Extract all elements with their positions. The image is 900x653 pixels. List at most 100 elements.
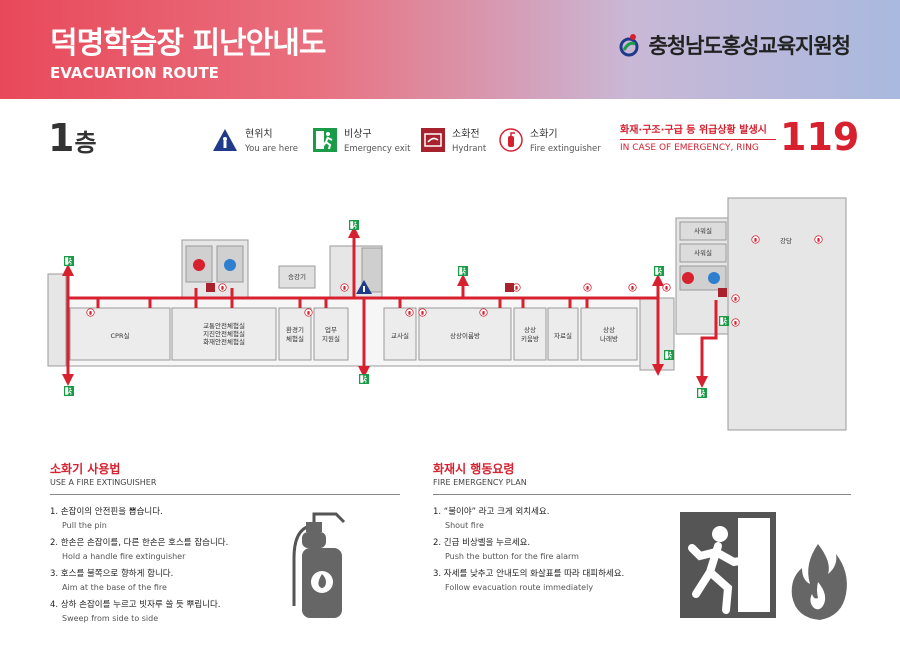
step-en: Sweep from side to side: [62, 614, 159, 623]
male-restroom-icon: [708, 272, 720, 284]
step-ko: 1. “불이야” 라고 크게 외치세요.: [433, 507, 550, 517]
label-hall: 강당: [780, 236, 792, 245]
fire-extinguisher-icon: [662, 283, 671, 292]
extinguisher-step: 1. 손잡이의 안전핀을 뽑습니다. Pull the pin: [50, 505, 163, 530]
emergency-exit-icon: [359, 374, 369, 384]
emergency-exit-icon: [313, 128, 337, 152]
step-ko: 3. 자세를 낮추고 안내도의 화살표를 따라 대피하세요.: [433, 569, 625, 579]
emergency-exit-icon: [719, 316, 729, 326]
fire-plan-step: 2. 긴급 비상벨을 누르세요.Push the button for the …: [433, 536, 579, 561]
office-brand: 충청남도홍성교육지원청: [618, 30, 851, 60]
step-en: Hold a handle fire extinguisher: [62, 552, 186, 561]
label-sharing-1: 상상: [603, 325, 615, 334]
emergency-divider: [620, 139, 776, 140]
room-admin: [313, 307, 349, 361]
label-studio-1: 상상: [524, 325, 536, 334]
hydrant-icon: [505, 283, 514, 292]
label-teacher: 교사실: [391, 331, 409, 340]
fire-plan-section-title: 화재시 행동요령: [433, 462, 515, 476]
label-sharing-2: 나래방: [600, 334, 618, 343]
hydrant-icon: [206, 283, 215, 292]
room-env: [278, 307, 312, 361]
fire-extinguisher-icon: [814, 235, 823, 244]
extinguisher-step: 4. 상하 손잡이를 누르고 빗자루 쓸 듯 뿌립니다. Sweep from s…: [50, 598, 221, 623]
page-title: 덕명학습장 피난안내도: [50, 26, 326, 61]
room-imagination: [418, 307, 512, 361]
label-material: 자료실: [554, 331, 572, 340]
extinguisher-section-title: 소화기 사용법: [50, 462, 121, 476]
emergency-label-en: IN CASE OF EMERGENCY, RING: [620, 143, 759, 153]
step-ko: 2. 한손은 손잡이를, 다른 한손은 호스를 잡습니다.: [50, 538, 229, 548]
emergency-exit-icon: [64, 256, 74, 266]
label-shower-2: 사워실: [694, 248, 712, 257]
hydrant-marks: [206, 283, 727, 297]
restroom-icons: [193, 259, 720, 284]
fire-extinguisher-icon: [499, 128, 523, 152]
fire-plan-step: 3. 자세를 낮추고 안내도의 화살표를 따라 대피하세요. Follow eva…: [433, 567, 624, 592]
room-traffic: [171, 307, 277, 361]
legend-label-en: You are here: [245, 144, 298, 154]
label-traffic-2: 지진안전체험실: [203, 329, 245, 338]
emergency-exit-icon: [64, 386, 74, 396]
fire-extinguisher-icon: [479, 308, 488, 317]
floor-label: 1층: [48, 116, 97, 160]
fire-extinguisher-icon: [731, 318, 740, 327]
step-en: Push the button for the fire alarm: [445, 552, 579, 561]
fire-plan-section-subtitle: FIRE EMERGENCY PLAN: [433, 478, 527, 487]
room-material: [547, 307, 579, 361]
office-logo-icon: [619, 34, 639, 57]
page-subtitle: EVACUATION ROUTE: [50, 64, 219, 82]
floor-number: 1: [48, 116, 75, 160]
legend-label-en: Emergency exit: [344, 144, 411, 154]
step-ko: 4. 상하 손잡이를 누르고 빗자루 쓸 듯 뿌립니다.: [50, 600, 221, 610]
label-admin-2: 지원실: [322, 334, 340, 343]
step-en: Pull the pin: [62, 521, 107, 530]
evacuation-routes: [62, 226, 718, 388]
legend-label-en: Hydrant: [452, 144, 487, 154]
legend-label-ko: 비상구: [344, 129, 372, 140]
label-traffic-1: 교통안전체험실: [203, 321, 245, 330]
legend-label-ko: 현위치: [245, 129, 273, 140]
emergency-exit-icon: [697, 388, 707, 398]
emergency-number: 119: [780, 115, 860, 159]
hydrant-icon: [718, 288, 727, 297]
emergency-exit-icon: [349, 220, 359, 230]
fire-plan-section-divider: [433, 494, 851, 495]
elevator-room: [278, 265, 316, 289]
male-restroom-icon: [224, 259, 236, 271]
emergency-exit-icon: [664, 350, 674, 360]
header-banner: 덕명학습장 피난안내도 EVACUATION ROUTE 충청남도홍성교육지원청: [0, 0, 900, 99]
step-ko: 3. 호스를 불쪽으로 향하게 합니다.: [50, 569, 174, 579]
floor-unit: 층: [74, 129, 97, 157]
label-env-2: 체험실: [286, 334, 304, 343]
wall-west: [47, 273, 67, 367]
shower-room-2: [679, 243, 727, 263]
fire-extinguisher-icon: [731, 294, 740, 303]
fire-extinguisher-icon: [86, 308, 95, 317]
label-cpr: CPR실: [111, 331, 130, 340]
running-person-exit-icon: [680, 512, 776, 618]
legend-emergency-exit: 비상구 Emergency exit: [313, 128, 410, 156]
fire-extinguisher-icon: [751, 235, 760, 244]
fire-extinguisher-icon: [340, 283, 349, 292]
room-door-marks: [96, 288, 589, 308]
fire-extinguisher-illustration-icon: [292, 512, 346, 618]
room-teacher: [383, 307, 417, 361]
step-ko: 1. 손잡이의 안전핀을 뽑습니다.: [50, 507, 163, 517]
label-env-1: 환경기: [286, 325, 304, 334]
hydrant-icon: [421, 128, 445, 152]
step-en: Shout fire: [445, 521, 484, 530]
female-restroom-icon: [682, 272, 694, 284]
step-en: Follow evacuation route immediately: [445, 583, 594, 592]
fire-extinguisher-icon: [418, 308, 427, 317]
fire-plan-step: 1. “불이야” 라고 크게 외치세요. Shout fire: [433, 505, 549, 530]
floor-plan: CPR실 교통안전체험실 지진안전체험실 화재안전체험실 환경기 체험실 업무 …: [47, 197, 847, 431]
staircase: [361, 247, 383, 293]
room-studio: [513, 307, 547, 361]
rooms: [69, 307, 638, 361]
extinguisher-section-divider: [50, 494, 400, 495]
emergency-callout: 화재·구조·구급 등 위급상황 발생시 IN CASE OF EMERGENCY…: [620, 115, 859, 159]
shower-room-1: [679, 221, 727, 241]
